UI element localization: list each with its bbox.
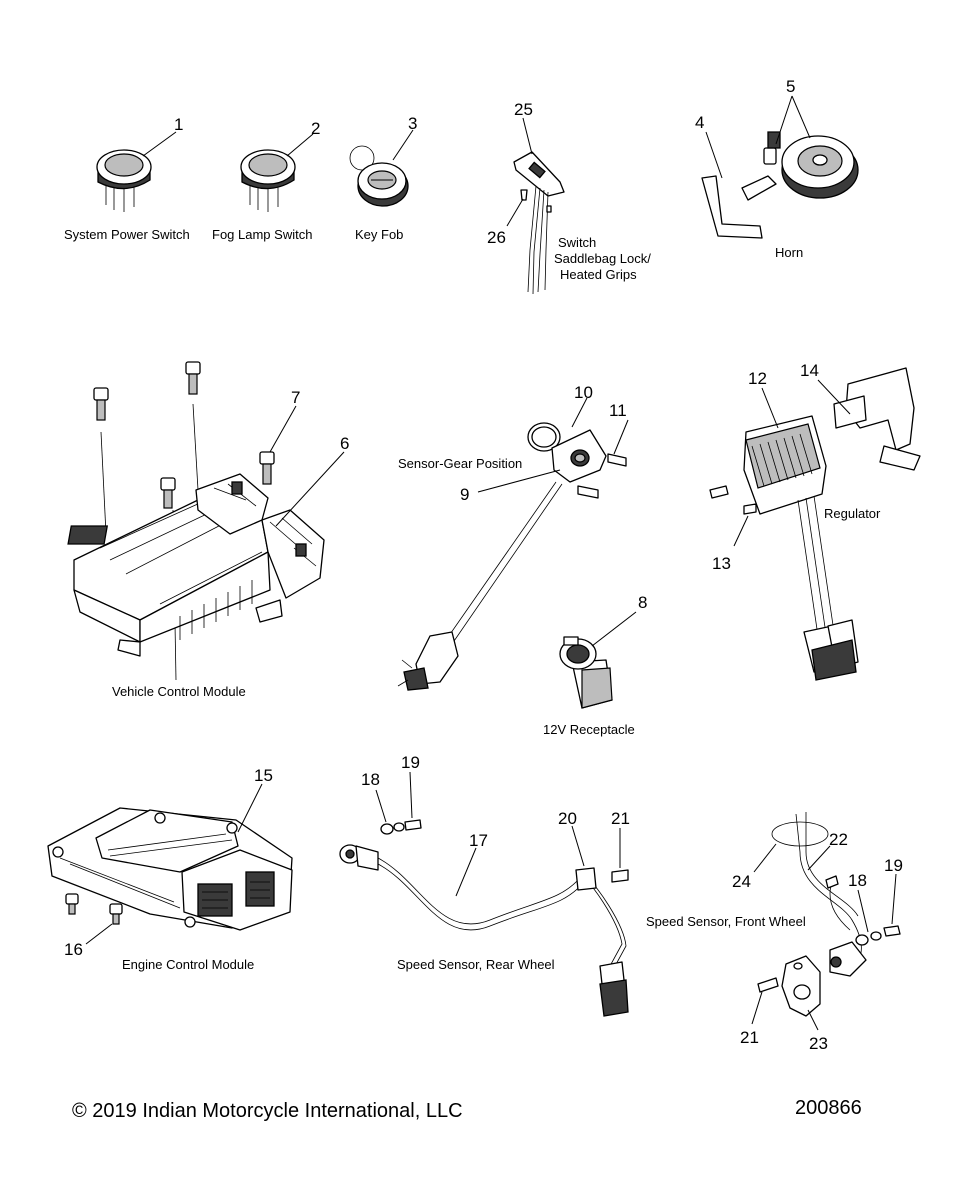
part-number-3: 3 bbox=[408, 114, 417, 133]
part-number-6: 6 bbox=[340, 434, 349, 453]
part-number-21-front: 21 bbox=[740, 1028, 759, 1047]
leader-20 bbox=[571, 825, 585, 867]
leader-17 bbox=[455, 847, 477, 897]
part-number-20: 20 bbox=[558, 809, 577, 828]
leader-24 bbox=[753, 843, 777, 873]
leader-19-front bbox=[891, 873, 897, 925]
leader-1 bbox=[142, 131, 177, 157]
front-speed-sensor-illustration bbox=[757, 812, 901, 1017]
copyright-text: © 2019 Indian Motorcycle International, … bbox=[72, 1100, 463, 1122]
leader-7 bbox=[269, 405, 297, 453]
leader-11 bbox=[613, 419, 629, 455]
leader-23 bbox=[807, 1009, 819, 1031]
label-system-power-switch: System Power Switch bbox=[64, 227, 190, 242]
leader-22 bbox=[807, 845, 831, 871]
part-number-2: 2 bbox=[311, 119, 320, 138]
part-number-14: 14 bbox=[800, 361, 819, 380]
part-number-22: 22 bbox=[829, 830, 848, 849]
regulator-illustration bbox=[709, 367, 921, 681]
leader-13 bbox=[733, 515, 749, 547]
leader-18-front bbox=[857, 889, 869, 933]
part-number-26: 26 bbox=[487, 228, 506, 247]
leader-3 bbox=[392, 129, 414, 161]
vehicle-control-module-illustration bbox=[67, 361, 325, 681]
part-number-5: 5 bbox=[786, 77, 795, 96]
leader-5b bbox=[791, 95, 811, 139]
leader-5a bbox=[775, 95, 793, 145]
part-number-23: 23 bbox=[809, 1034, 828, 1053]
key-fob-illustration bbox=[349, 145, 409, 207]
part-number-12: 12 bbox=[748, 369, 767, 388]
leader-4 bbox=[705, 131, 723, 179]
part-number-8: 8 bbox=[638, 593, 647, 612]
leader-6 bbox=[275, 451, 345, 527]
gear-position-sensor-illustration bbox=[397, 422, 627, 691]
label-sensor-gear-position: Sensor-Gear Position bbox=[398, 456, 522, 471]
leader-26 bbox=[506, 198, 524, 227]
part-number-25: 25 bbox=[514, 100, 533, 119]
part-number-4: 4 bbox=[695, 113, 704, 132]
label-fog-lamp-switch: Fog Lamp Switch bbox=[212, 227, 312, 242]
leader-8 bbox=[591, 611, 637, 647]
label-speed-sensor-rear: Speed Sensor, Rear Wheel bbox=[397, 957, 555, 972]
label-regulator: Regulator bbox=[824, 506, 881, 521]
part-number-1: 1 bbox=[174, 115, 183, 134]
part-number-17: 17 bbox=[469, 831, 488, 850]
part-number-7: 7 bbox=[291, 388, 300, 407]
part-number-11: 11 bbox=[609, 401, 627, 420]
leader-18-rear bbox=[375, 789, 387, 823]
part-number-19-front: 19 bbox=[884, 856, 903, 875]
saddlebag-switch-illustration bbox=[513, 151, 565, 295]
system-power-switch-illustration bbox=[96, 149, 152, 212]
leader-16 bbox=[85, 923, 113, 945]
leader-2 bbox=[286, 133, 314, 157]
part-number-18-rear: 18 bbox=[361, 770, 380, 789]
part-number-16: 16 bbox=[64, 940, 83, 959]
leader-25 bbox=[522, 117, 533, 155]
leader-12 bbox=[761, 387, 779, 429]
label-engine-control-module: Engine Control Module bbox=[122, 957, 254, 972]
part-number-10: 10 bbox=[574, 383, 593, 402]
diagram-id: 200866 bbox=[795, 1097, 862, 1119]
horn-illustration bbox=[701, 131, 859, 239]
label-vehicle-control-module: Vehicle Control Module bbox=[112, 684, 246, 699]
rear-speed-sensor-illustration bbox=[339, 819, 629, 1017]
fog-lamp-switch-illustration bbox=[240, 149, 296, 212]
label-switch-line3: Heated Grips bbox=[560, 267, 637, 282]
label-speed-sensor-front: Speed Sensor, Front Wheel bbox=[646, 914, 806, 929]
leader-15 bbox=[237, 783, 263, 833]
leader-9 bbox=[477, 469, 561, 493]
label-switch-line2: Saddlebag Lock/ bbox=[554, 251, 651, 266]
label-switch-line1: Switch bbox=[558, 235, 596, 250]
part-number-13: 13 bbox=[712, 554, 731, 573]
part-number-18-front: 18 bbox=[848, 871, 867, 890]
label-horn: Horn bbox=[775, 245, 803, 260]
label-12v-receptacle: 12V Receptacle bbox=[543, 722, 635, 737]
part-number-15: 15 bbox=[254, 766, 273, 785]
leader-14 bbox=[817, 379, 851, 415]
leader-21-front bbox=[751, 991, 763, 1025]
leader-19-rear bbox=[409, 771, 413, 819]
label-key-fob: Key Fob bbox=[355, 227, 403, 242]
part-number-9: 9 bbox=[460, 485, 469, 504]
engine-control-module-illustration bbox=[47, 807, 293, 931]
part-number-19-rear: 19 bbox=[401, 753, 420, 772]
leader-10 bbox=[571, 397, 588, 428]
part-number-24: 24 bbox=[732, 872, 751, 891]
receptacle-illustration bbox=[559, 636, 613, 709]
part-number-21-rear: 21 bbox=[611, 809, 630, 828]
